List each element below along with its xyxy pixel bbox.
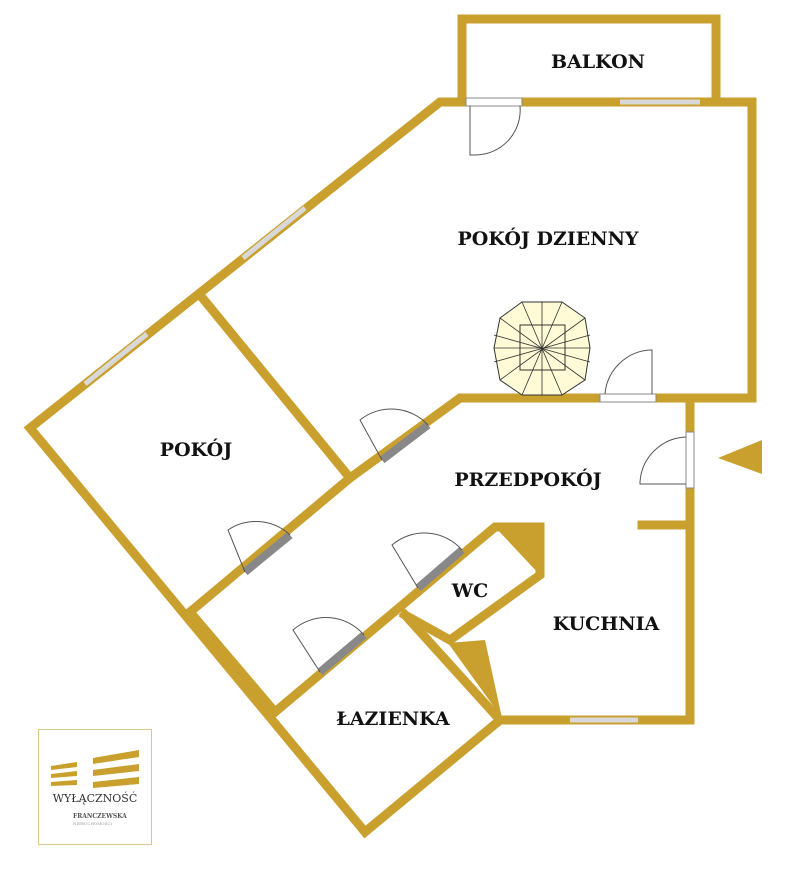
room-label-wc: WC (451, 580, 488, 602)
door-bathroom (292, 617, 367, 676)
outer-wall (23, 97, 695, 839)
room-label-balkon: BALKON (551, 51, 645, 73)
window (241, 206, 307, 260)
balcony-wall (457, 14, 721, 107)
room-label-pokoj-dzienny: POKÓJ DZIENNY (457, 227, 638, 250)
logo-brand: FRANCZEWSKA (73, 813, 127, 820)
logo-subtitle: NIERUCHOMOŚCI (73, 821, 112, 826)
bathroom-wc-wall (398, 608, 507, 727)
room-label-przedpokoj: PRZEDPOKÓJ (454, 468, 601, 491)
room-label-pokoj: POKÓJ (160, 438, 232, 461)
door-pokoj (227, 521, 293, 576)
agency-logo: WYŁĄCZNOŚĆ FRANCZEWSKA NIERUCHOMOŚCI (38, 729, 152, 845)
spiral-stairs (493, 301, 591, 396)
entrance-marker-icon (718, 440, 762, 474)
wc-shaft (495, 527, 540, 575)
room-label-lazienka: ŁAZIENKA (336, 708, 450, 730)
window (83, 332, 149, 386)
door-living-room (599, 349, 657, 403)
kitchen-shaft (448, 640, 502, 718)
building-logo-icon (51, 750, 139, 788)
logo-title: WYŁĄCZNOŚĆ (52, 792, 138, 805)
room-label-kuchnia: KUCHNIA (553, 613, 660, 635)
door-wc (391, 532, 465, 592)
door-entrance (639, 431, 695, 489)
door-pokoj-living (359, 408, 431, 464)
door-balcony (465, 97, 523, 156)
